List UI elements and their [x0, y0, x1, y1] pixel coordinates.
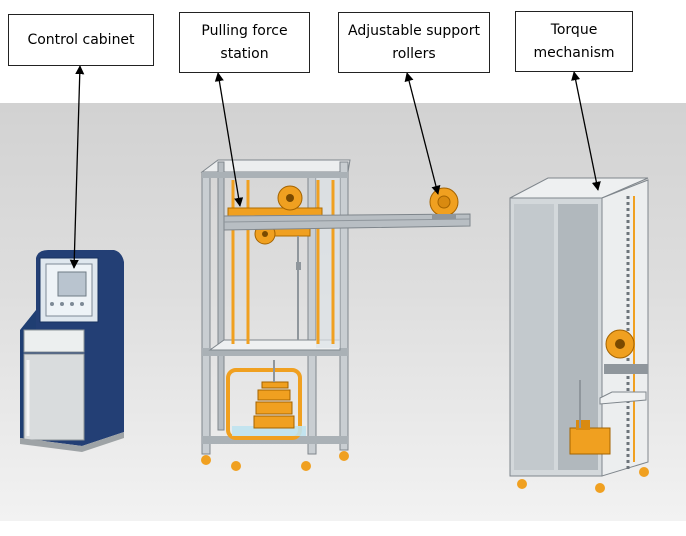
arrow-control-cabinet [69, 65, 85, 269]
label-adjustable-support-rollers: Adjustable support rollers [338, 12, 490, 73]
arrow-torque-mechanism [571, 71, 601, 191]
torque-mechanism [509, 177, 649, 493]
control-cabinet [20, 250, 124, 452]
label-torque-mechanism: Torque mechanism [515, 11, 633, 72]
arrow-pulling-force-station [214, 72, 244, 207]
label-control-cabinet: Control cabinet [8, 14, 154, 66]
adjustable-support-rollers [223, 187, 471, 231]
label-pulling-force-station: Pulling force station [179, 12, 310, 73]
arrow-adjustable-support-rollers [404, 72, 441, 195]
pulling-force-station [200, 159, 351, 471]
